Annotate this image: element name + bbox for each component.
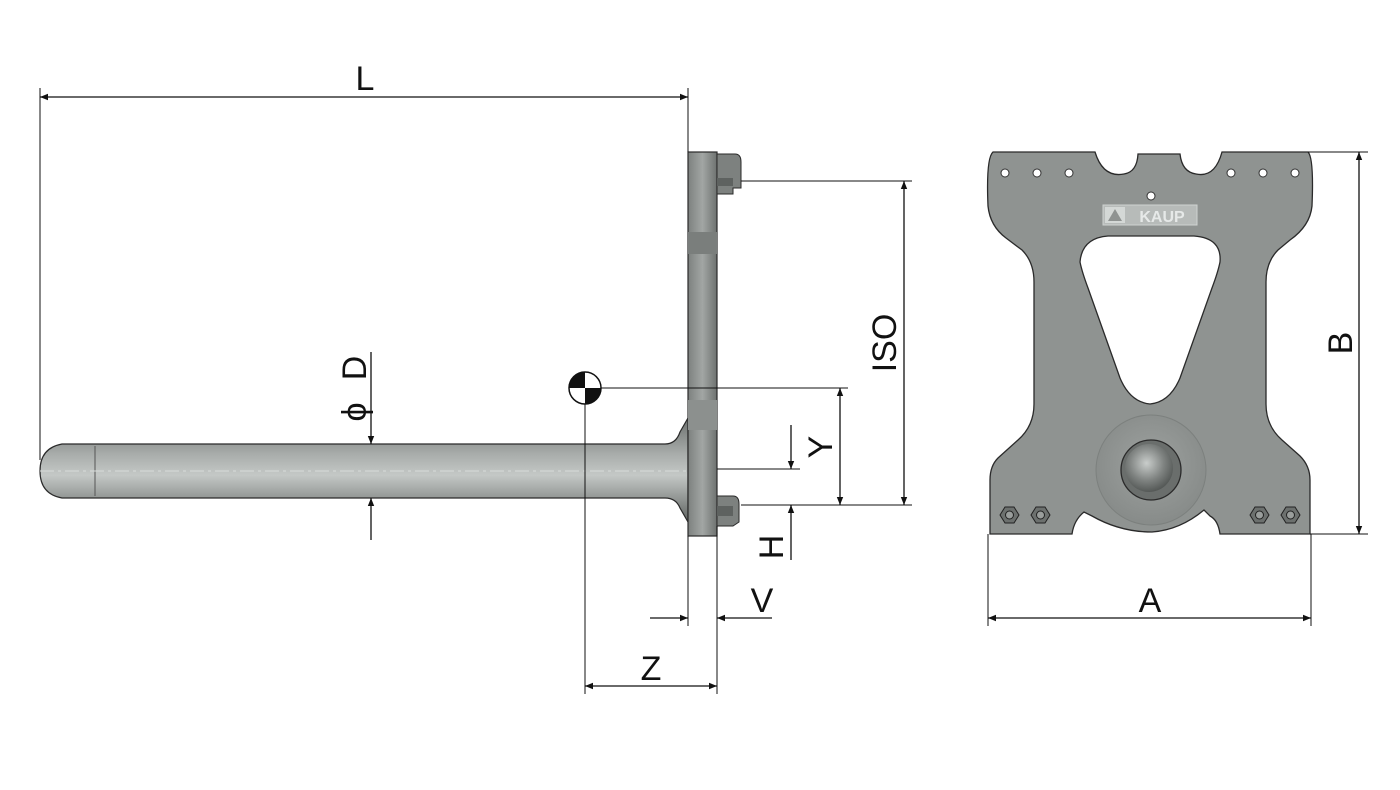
ball xyxy=(1125,444,1173,492)
top-holes xyxy=(1000,168,1300,201)
label-L: L xyxy=(356,60,375,98)
label-H: H xyxy=(753,535,791,560)
bottom-bolts xyxy=(999,506,1301,524)
bottom-hook-notch xyxy=(717,506,733,516)
triangular-window xyxy=(1079,235,1221,405)
center-of-gravity-symbol xyxy=(568,371,602,405)
dimension-Z: Z xyxy=(584,404,717,694)
label-ISO: ISO xyxy=(866,314,904,373)
label-Y: Y xyxy=(802,436,840,459)
top-hook-notch xyxy=(717,178,733,186)
label-D-symbol: ϕ xyxy=(336,402,374,421)
dimension-A: A xyxy=(987,534,1312,626)
dimension-H: H xyxy=(717,425,800,560)
back-plate xyxy=(687,151,718,537)
back-plate-band-2 xyxy=(688,400,717,430)
label-D: D xyxy=(336,356,374,381)
dimension-L: L xyxy=(39,60,689,460)
dimension-V: V xyxy=(650,526,774,694)
side-view xyxy=(39,151,742,537)
logo-text: KAUP xyxy=(1139,209,1185,226)
fork-tine xyxy=(39,415,689,525)
label-V: V xyxy=(751,582,774,620)
front-view: KAUP xyxy=(986,151,1314,535)
dimension-B: B xyxy=(1308,151,1368,535)
top-hook xyxy=(716,153,742,195)
label-A: A xyxy=(1139,582,1162,620)
back-plate-band xyxy=(688,232,717,254)
label-Z: Z xyxy=(641,650,662,688)
dimension-ISO: ISO xyxy=(741,180,912,506)
kaup-logo: KAUP xyxy=(1102,204,1198,226)
dimension-Y: Y xyxy=(601,387,848,505)
dimension-D: ϕ D xyxy=(336,352,375,540)
label-B: B xyxy=(1322,332,1360,355)
